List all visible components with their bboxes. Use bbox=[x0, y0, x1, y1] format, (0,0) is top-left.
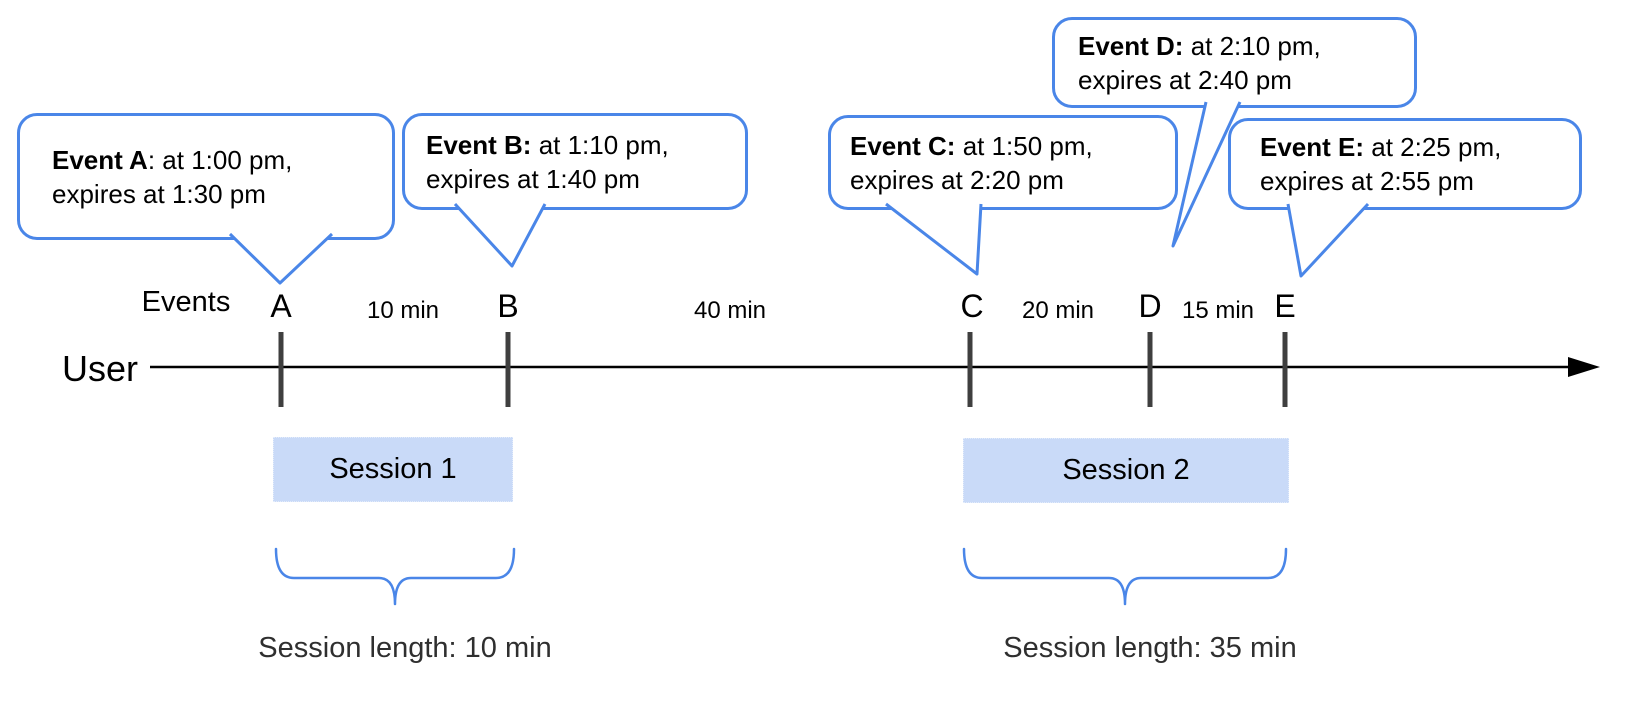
event-d-callout: Event D: at 2:10 pm, expires at 2:40 pm bbox=[1052, 17, 1417, 108]
interval-a-b-label: 10 min bbox=[366, 297, 440, 324]
session-1-box: Session 1 bbox=[273, 437, 513, 502]
event-a-callout: Event A: at 1:00 pm, expires at 1:30 pm bbox=[17, 113, 395, 240]
interval-c-d-label: 20 min bbox=[1021, 297, 1095, 324]
event-e-callout-text: Event E: at 2:25 pm, expires at 2:55 pm bbox=[1260, 130, 1501, 198]
tick-label-b: B bbox=[497, 288, 519, 324]
tick-label-c: C bbox=[960, 288, 984, 324]
event-b-title: Event B: bbox=[426, 129, 532, 160]
event-c-callout: Event C: at 1:50 pm, expires at 2:20 pm bbox=[828, 115, 1178, 210]
event-c-title: Event C: bbox=[850, 130, 956, 161]
session-2-brace bbox=[962, 547, 1288, 606]
event-b-callout: Event B: at 1:10 pm, expires at 1:40 pm bbox=[402, 113, 748, 210]
event-d-callout-tail bbox=[1171, 101, 1242, 248]
event-e-callout-tail bbox=[1286, 202, 1370, 278]
event-e-time: at 2:25 pm, bbox=[1364, 132, 1502, 162]
tick-b bbox=[505, 332, 511, 407]
session-2-label: Session 2 bbox=[1062, 454, 1190, 486]
event-b-callout-text: Event B: at 1:10 pm, expires at 1:40 pm bbox=[426, 128, 669, 196]
interval-d-e-label: 15 min bbox=[1181, 297, 1255, 324]
event-d-expiry: expires at 2:40 pm bbox=[1078, 64, 1292, 95]
event-d-time: at 2:10 pm, bbox=[1183, 30, 1321, 61]
timeline-arrowhead bbox=[1568, 357, 1600, 377]
event-d-title: Event D: bbox=[1078, 30, 1184, 61]
event-a-callout-tail bbox=[228, 232, 334, 285]
event-e-title: Event E: bbox=[1260, 132, 1365, 162]
events-row-label: Events bbox=[141, 286, 231, 318]
tick-a bbox=[278, 332, 284, 407]
event-d-callout-text: Event D: at 2:10 pm, expires at 2:40 pm bbox=[1078, 29, 1321, 97]
event-a-time: : at 1:00 pm, bbox=[147, 144, 293, 175]
event-c-callout-text: Event C: at 1:50 pm, expires at 2:20 pm bbox=[850, 129, 1093, 197]
session-2-length-label: Session length: 35 min bbox=[1003, 632, 1297, 664]
event-e-callout: Event E: at 2:25 pm, expires at 2:55 pm bbox=[1228, 118, 1582, 210]
event-b-time: at 1:10 pm, bbox=[531, 129, 669, 160]
tick-d bbox=[1147, 332, 1153, 407]
tick-label-a: A bbox=[270, 288, 292, 324]
session-1-brace bbox=[274, 547, 516, 606]
tick-label-d: D bbox=[1138, 288, 1162, 324]
event-c-time: at 1:50 pm, bbox=[955, 130, 1093, 161]
event-b-callout-tail bbox=[453, 202, 547, 268]
event-a-title: Event A bbox=[52, 144, 148, 175]
user-row-label: User bbox=[62, 348, 139, 389]
session-1-label: Session 1 bbox=[329, 453, 457, 485]
event-a-expiry: expires at 1:30 pm bbox=[52, 178, 266, 209]
session-1-length-label: Session length: 10 min bbox=[258, 632, 552, 664]
event-c-callout-tail bbox=[885, 202, 983, 276]
tick-c bbox=[967, 332, 973, 407]
tick-label-e: E bbox=[1274, 288, 1296, 324]
event-b-expiry: expires at 1:40 pm bbox=[426, 163, 640, 194]
interval-b-c-label: 40 min bbox=[693, 297, 767, 324]
tick-e bbox=[1282, 332, 1288, 407]
event-e-expiry: expires at 2:55 pm bbox=[1260, 166, 1474, 196]
event-a-callout-text: Event A: at 1:00 pm, expires at 1:30 pm bbox=[52, 143, 292, 211]
event-c-expiry: expires at 2:20 pm bbox=[850, 164, 1064, 195]
session-2-box: Session 2 bbox=[963, 438, 1289, 503]
